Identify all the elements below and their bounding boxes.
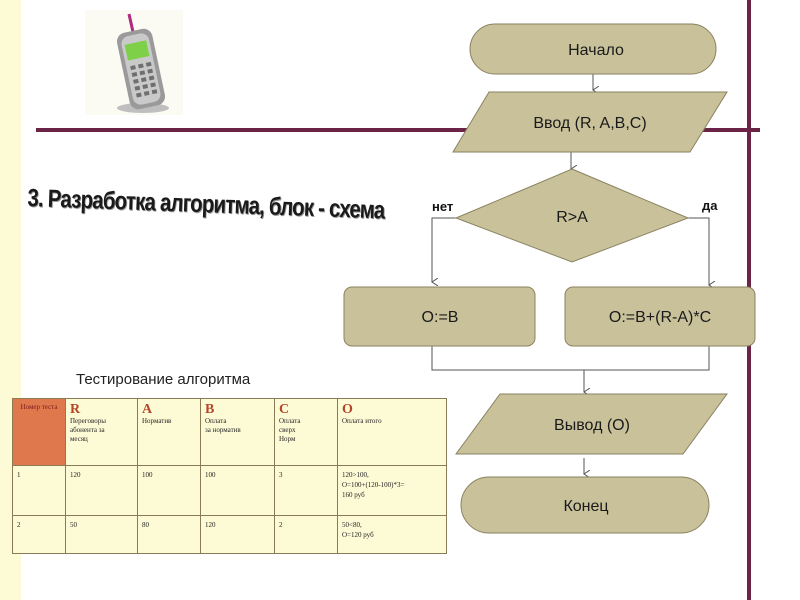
connector-no-merge [431,346,584,371]
table-cell: 80 [137,515,201,554]
header-desc: Переговоры абонента за месяц [70,417,106,443]
table-header-r: R Переговоры абонента за месяц [65,398,138,466]
action-no-label: O:=B [422,309,459,326]
end-label: Конец [563,498,608,515]
input-label: Ввод (R, A,B,C) [533,115,646,132]
testing-title: Тестирование алгоритма [76,371,251,388]
output-parallelogram [455,393,728,455]
table-cell: 120 [65,464,138,517]
output-label: Вывод (O) [554,417,630,434]
end-terminator [460,476,710,534]
table-cell: 2 [274,515,338,554]
header-letter: B [205,402,215,417]
table-header-c: C Оплата сверх Норм [274,398,338,466]
connector-yes-merge [584,346,710,371]
connector-no-branch [432,217,456,282]
table-header-test-number: Номер теста [12,398,66,466]
header-desc: Норматив [142,417,172,425]
table-cell: 120>100, O=100+(120-100)*3= 160 руб [337,464,447,517]
start-label: Начало [568,42,624,59]
horizontal-divider [36,128,760,132]
action-no-box [343,286,536,347]
condition-diamond [454,168,690,263]
header-desc: Оплата итого [342,417,382,425]
table-row: 1 120 100 100 3 120>100, O=100+(120-100)… [12,464,447,517]
table-cell: 100 [200,464,275,517]
table-cell: 100 [137,464,201,517]
action-yes-label: O:=B+(R-A)*C [609,309,711,326]
branch-yes-label: да [702,198,718,213]
table-header-row: Номер теста R Переговоры абонента за мес… [12,398,447,466]
header-letter: O [342,402,353,417]
branch-no-label: нет [432,199,453,214]
table-row: 2 50 80 120 2 50<80, O=120 руб [12,515,447,554]
header-letter: A [142,402,153,417]
test-table: Номер теста R Переговоры абонента за мес… [12,398,447,554]
table-cell: 3 [274,464,338,517]
header-letter: C [279,402,290,417]
header-desc: Оплата сверх Норм [279,417,301,443]
table-cell: 2 [12,515,66,554]
table-cell: 1 [12,464,66,517]
header-letter: R [70,402,81,417]
table-header-a: A Норматив [137,398,201,466]
table-cell: 50<80, O=120 руб [337,515,447,554]
mobile-phone-icon [85,10,183,115]
table-header-b: B Оплата за норматив [200,398,275,466]
condition-label: R>A [556,209,588,226]
table-cell: 50 [65,515,138,554]
start-terminator [469,23,717,75]
connector-yes-branch [688,217,709,285]
table-header-o: O Оплата итого [337,398,447,466]
action-yes-box [564,286,756,347]
header-desc: Оплата за норматив [205,417,241,434]
input-parallelogram [452,91,728,153]
table-cell: 120 [200,515,275,554]
